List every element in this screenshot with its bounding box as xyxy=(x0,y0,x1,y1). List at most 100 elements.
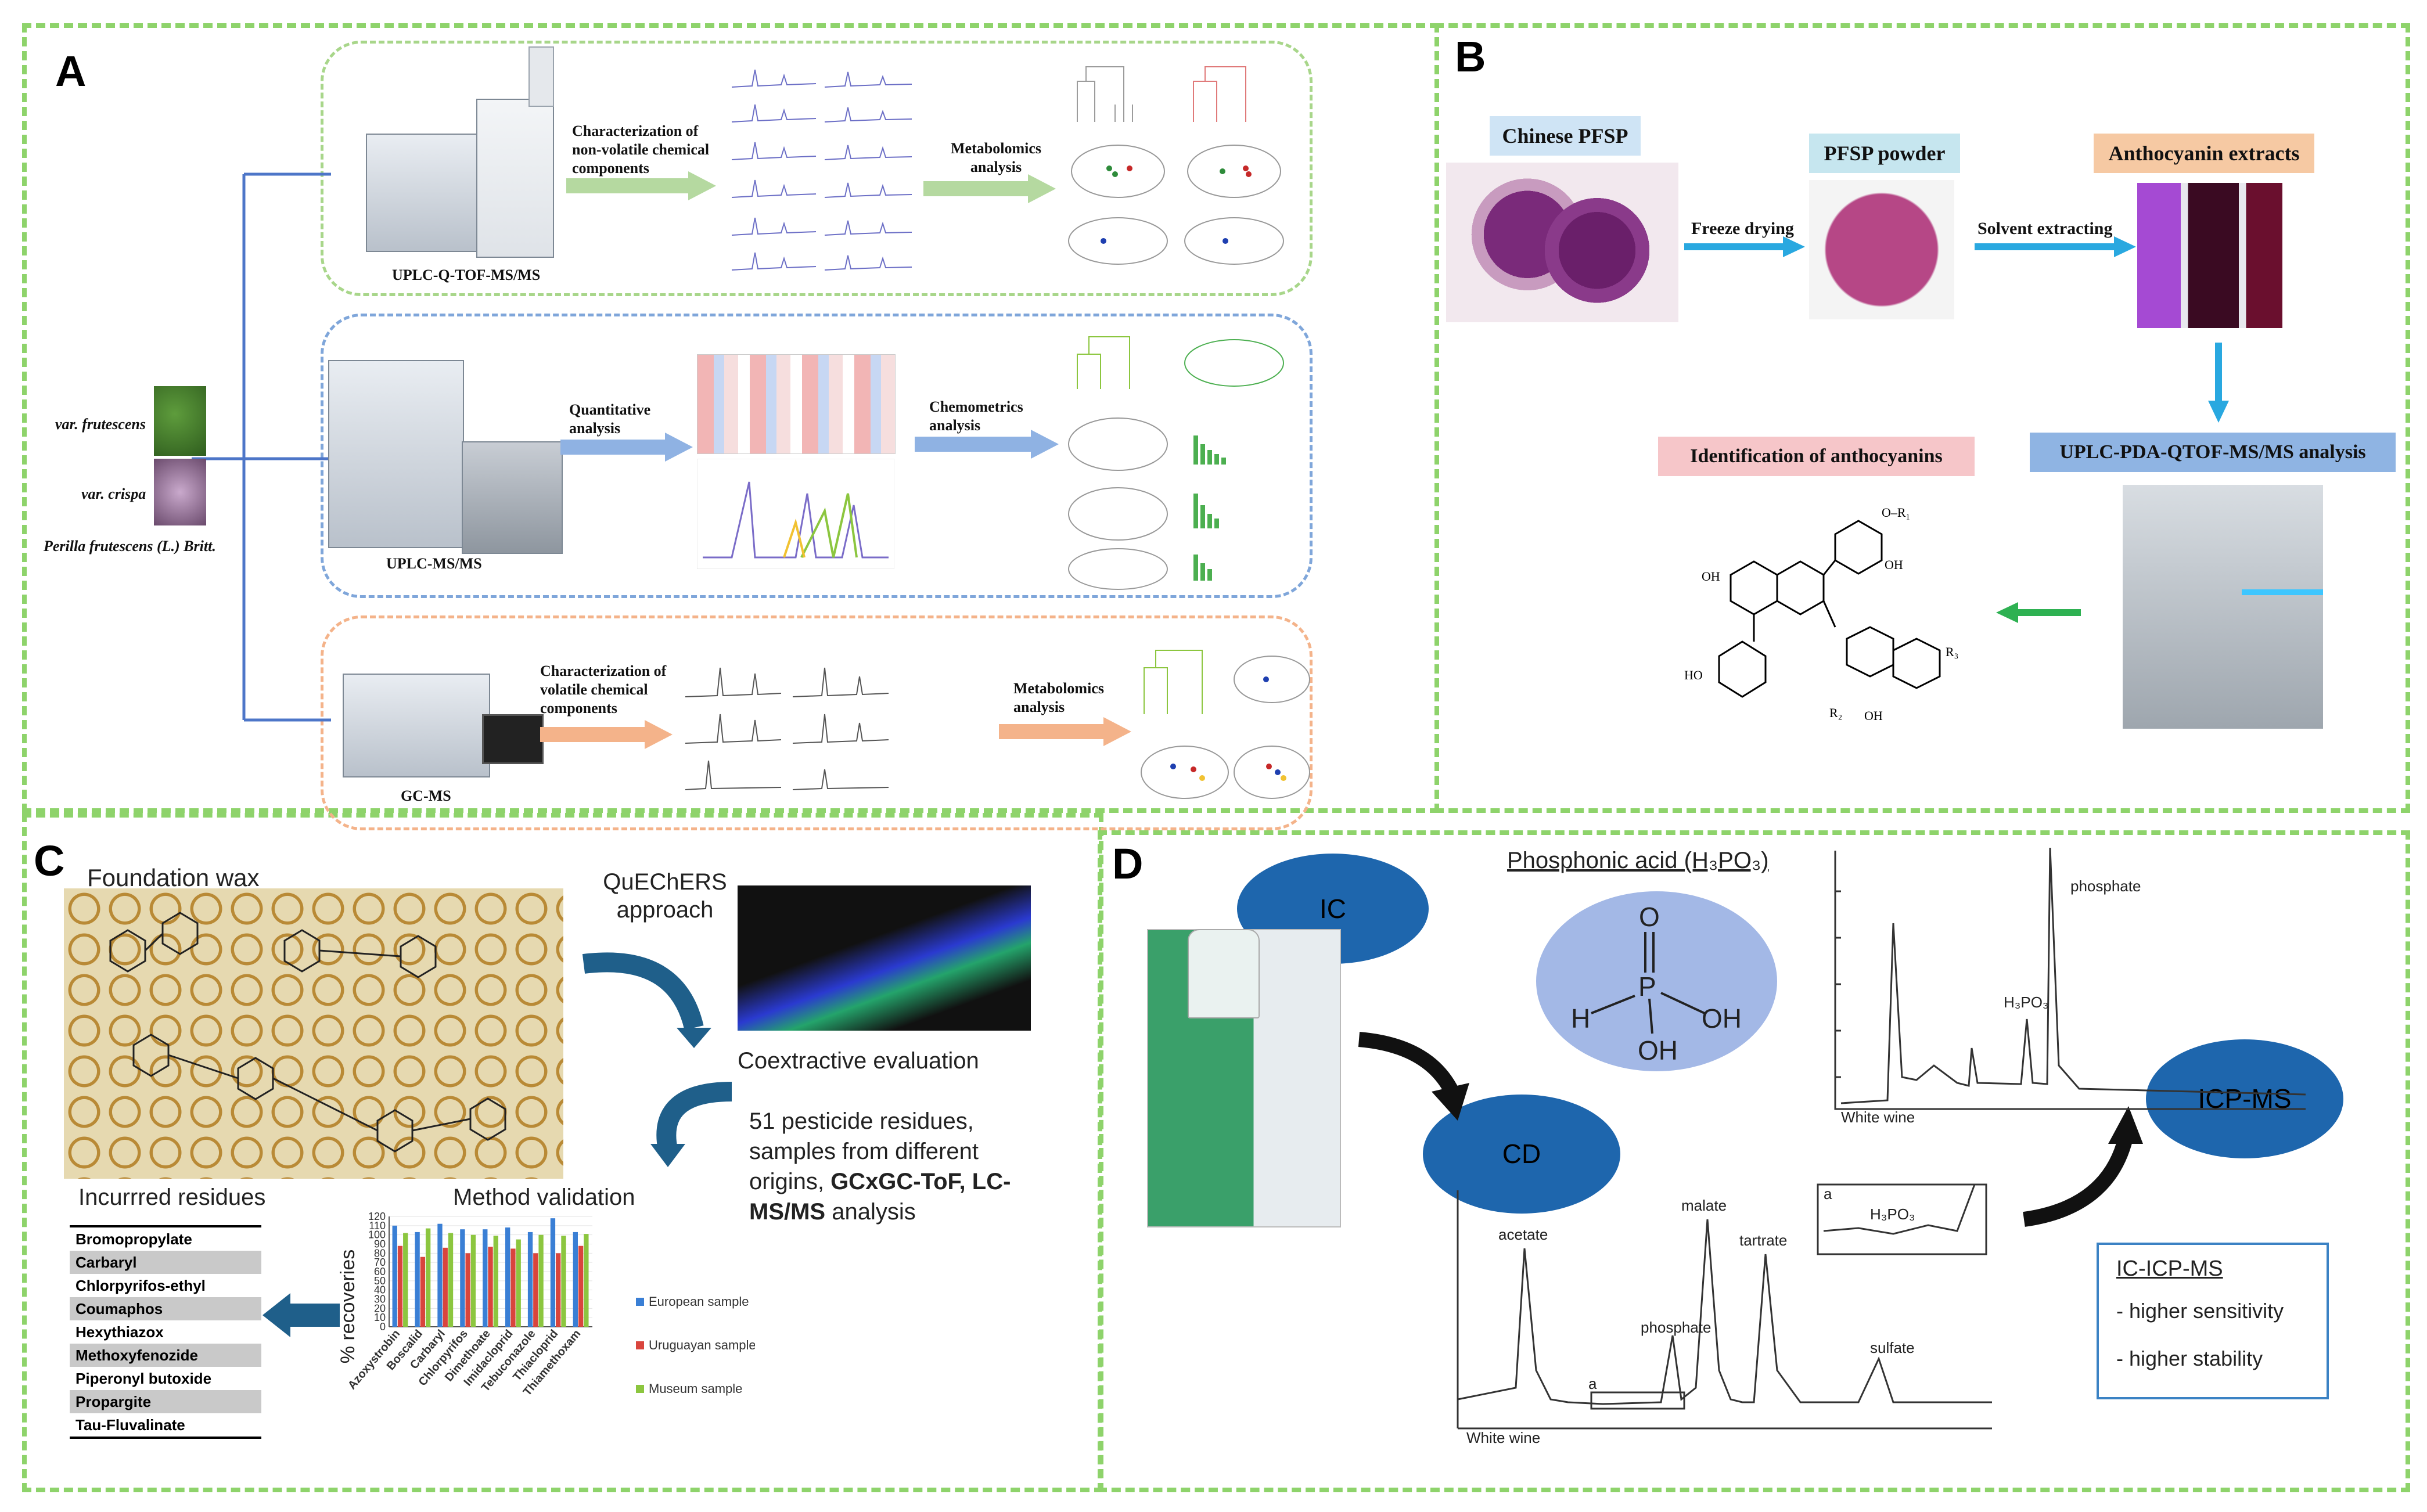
step-label-1b: Metabolomics analysis xyxy=(951,140,1041,175)
arrow-ic-to-cd xyxy=(1358,1032,1469,1121)
3d-chromatogram xyxy=(738,885,1031,1031)
annot-acetate: acetate xyxy=(1498,1226,1548,1243)
bar-european-sample xyxy=(505,1227,510,1327)
label-pfsp-powder: PFSP powder xyxy=(1809,134,1960,173)
instrument-uplc xyxy=(328,360,464,548)
y-tick-label: 20 xyxy=(374,1302,386,1314)
qtof-column xyxy=(528,46,554,107)
step-label-3b: Metabolomics analysis xyxy=(1013,680,1104,715)
step-label-2a: Quantitative analysis xyxy=(569,401,651,437)
bar-european-sample xyxy=(392,1225,397,1327)
acid-title: Phosphonic acid (H₃PO₃) xyxy=(1507,848,1769,873)
y-tick-label: 80 xyxy=(374,1247,386,1259)
arrow-a1 xyxy=(566,171,716,200)
bar-museum-sample xyxy=(448,1233,454,1327)
instrument-gc xyxy=(343,674,490,777)
annot-phosphate-1: phosphate xyxy=(2070,877,2141,895)
arrow-label-solvent: Solvent extracting xyxy=(1977,219,2113,238)
annot-malate: malate xyxy=(1681,1197,1727,1214)
annot-white-wine-1: White wine xyxy=(1841,1108,1915,1124)
stats-plots-a3 xyxy=(1141,650,1310,799)
arrow-a6 xyxy=(999,717,1131,746)
panel-a-box-3 xyxy=(321,615,1313,830)
arrow-curve-1 xyxy=(582,952,711,1048)
svg-text:O–R₁: O–R₁ xyxy=(1882,505,1910,520)
heatmap-a2 xyxy=(697,354,896,454)
bar-european-sample xyxy=(483,1229,488,1327)
arrow-freeze-drying xyxy=(1684,236,1805,257)
instrument-label-2: UPLC-MS/MS xyxy=(386,555,482,572)
mol-oh-2: OH xyxy=(1638,1035,1678,1065)
bar-uruguayan-sample xyxy=(443,1247,448,1327)
legend-label: Uruguayan sample xyxy=(649,1338,755,1352)
mol-h: H xyxy=(1571,1003,1590,1034)
box-title: IC-ICP-MS xyxy=(2116,1257,2223,1281)
instrument-ms xyxy=(462,441,563,554)
y-tick-label: 60 xyxy=(374,1266,386,1277)
arrow-a5 xyxy=(540,720,673,749)
arrow-a4 xyxy=(915,430,1059,459)
residue-row: Tau-Fluvalinate xyxy=(70,1413,261,1437)
bar-uruguayan-sample xyxy=(488,1247,493,1327)
panel-a-box-1 xyxy=(321,41,1313,296)
instrument-qtof xyxy=(366,134,479,252)
quechers-label: QuEChERS approach xyxy=(603,869,727,923)
bar-uruguayan-sample xyxy=(420,1257,426,1327)
stats-plots-a1 xyxy=(1068,66,1284,265)
legend-swatch xyxy=(636,1298,644,1306)
extracts-photo xyxy=(2137,183,2282,328)
y-tick-label: 110 xyxy=(369,1220,386,1232)
pesticide-structures xyxy=(109,912,506,1153)
step-label-3a: Characterization of volatile chemical co… xyxy=(540,663,667,717)
legend-swatch xyxy=(636,1385,644,1393)
arrow-a2 xyxy=(923,174,1056,203)
y-tick-label: 120 xyxy=(368,1211,386,1222)
sweet-potato-photo xyxy=(1446,163,1678,322)
arrow-solvent xyxy=(1975,236,2136,257)
bar-european-sample xyxy=(527,1232,533,1327)
gc-computer-monitor xyxy=(482,714,544,764)
bar-european-sample xyxy=(437,1223,443,1327)
legend-label: European sample xyxy=(649,1294,749,1309)
panel-d-frame xyxy=(1098,830,2410,1492)
panel-b-letter: B xyxy=(1455,33,1486,81)
arrow-a3 xyxy=(560,433,693,462)
title-foundation-wax: Foundation wax xyxy=(87,864,260,891)
svg-text:OH: OH xyxy=(1885,557,1903,572)
perilla-photo-1 xyxy=(154,386,206,456)
panel-a-box-2 xyxy=(321,314,1313,598)
y-axis-label: % recoveries xyxy=(337,1250,359,1364)
bar-european-sample xyxy=(550,1218,556,1327)
acid-circle xyxy=(1536,891,1777,1071)
residue-row: Hexythiazox xyxy=(70,1320,261,1344)
mol-o: O xyxy=(1639,902,1660,932)
annot-phosphate-2: phosphate xyxy=(1641,1319,1711,1336)
arrow-to-residues xyxy=(263,1293,340,1337)
summary-part-2: analysis xyxy=(825,1199,916,1225)
summary-part-1: 51 pesticide residues, samples from diff… xyxy=(749,1108,979,1194)
species-full-name: Perilla frutescens (L.) Britt. xyxy=(44,538,216,555)
powder-photo xyxy=(1809,180,1954,319)
summary-text: 51 pesticide residues, samples from diff… xyxy=(749,1106,1022,1227)
bar-museum-sample xyxy=(584,1234,589,1327)
summary-bold: GCxGC-ToF, LC-MS/MS xyxy=(749,1169,1011,1225)
svg-text:HO: HO xyxy=(1684,668,1703,682)
bar-museum-sample xyxy=(470,1234,476,1327)
svg-text:R₃: R₃ xyxy=(1946,645,1958,659)
annot-h3po3-1: H₃PO₃ xyxy=(2004,993,2049,1011)
step-label-2b: Chemometrics analysis xyxy=(929,398,1023,434)
bar-uruguayan-sample xyxy=(556,1253,561,1327)
chromatogram-icpms: phosphate H₃PO₃ White wine xyxy=(1834,847,2306,1124)
annot-a-inset: a xyxy=(1824,1185,1832,1203)
mol-p: P xyxy=(1638,971,1656,1002)
arrow-curve-2 xyxy=(650,1082,732,1167)
arrow-to-icpms xyxy=(2023,1106,2143,1227)
method-title: Method validation xyxy=(453,1185,635,1210)
bar-european-sample xyxy=(415,1232,420,1327)
residue-row: Propargite xyxy=(70,1390,261,1413)
y-tick-label: 40 xyxy=(374,1284,386,1296)
panel-c-letter: C xyxy=(34,837,65,885)
instrument-label-3: GC-MS xyxy=(401,787,451,804)
